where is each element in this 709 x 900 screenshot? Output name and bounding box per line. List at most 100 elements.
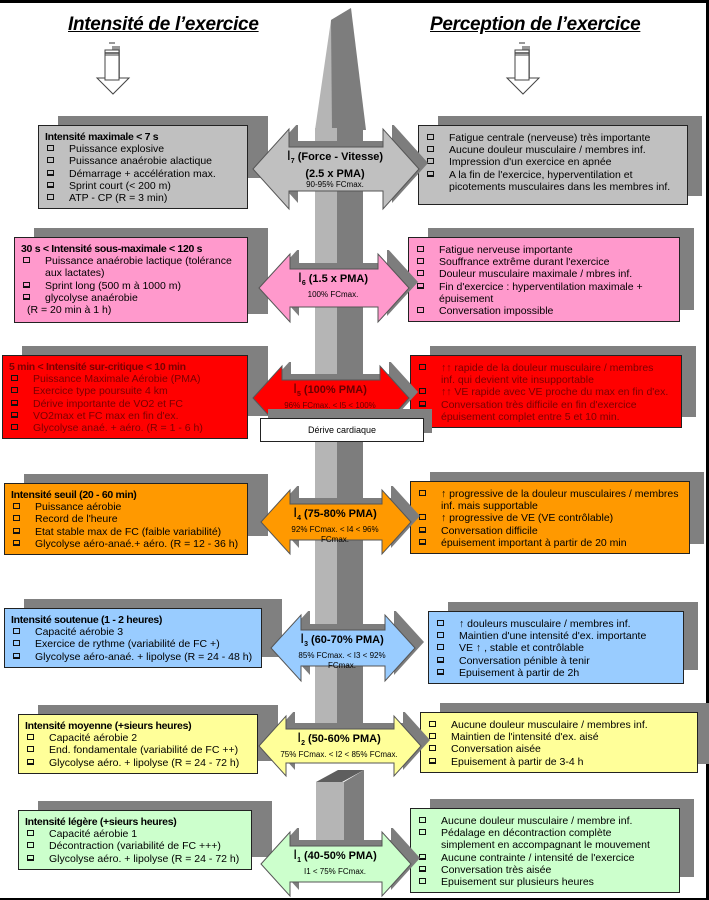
perception-list-item: Douleur musculaire maximale / mbres inf. — [415, 268, 673, 280]
intensity-item-text: Exercice type poursuite 4 km — [33, 385, 168, 398]
column-block-top — [316, 770, 364, 782]
perception-list-item: simplement en accompagnant le mouvement — [417, 839, 673, 851]
perception-list-item: VE ↑ , stable et contrôlable — [435, 642, 677, 654]
intensity-item-text: Glycolyse anaé. + aéro. (R = 1 - 6 h) — [33, 422, 203, 435]
intensity-list-item: Exercice type poursuite 4 km — [9, 385, 241, 397]
intensity-heading: Intensité moyenne (+sieurs heures) — [25, 720, 192, 732]
intensity-heading: Intensité soutenue (1 - 2 heures) — [11, 614, 163, 626]
intensity-list-item: Puissance explosive — [45, 143, 241, 155]
intensity-item-text: Capacité aérobie 3 — [35, 626, 124, 639]
perception-list: Fatigue centrale (nerveuse) très importa… — [425, 132, 681, 193]
perception-list-item: Conversation pénible à tenir — [435, 655, 677, 667]
arrow-title-text: (100% PMA) — [303, 384, 367, 396]
perception-list-item: inf. mais supportable — [417, 500, 683, 512]
intensity-list-item: Puissance aérobie — [11, 501, 241, 513]
intensity-item-text: Etat stable max de FC (faible variabilit… — [35, 525, 222, 538]
checkbox-bullet-icon — [417, 270, 424, 277]
intensity-item-text: End. fondamentale (variabilité de FC ++) — [49, 744, 239, 757]
arrow-title: I7(Force - Vitesse) — [282, 147, 388, 168]
perception-list: ↑ douleurs musculaire / membres inf.Main… — [435, 618, 677, 679]
fc-range: I1 < 75% FCmax. — [303, 867, 367, 877]
arrow-title: I5(100% PMA) — [275, 381, 385, 401]
intensity-index: 4 — [297, 515, 302, 523]
checkbox-bullet-icon — [419, 490, 426, 496]
arrow-body — [258, 252, 410, 324]
checkbox-bullet-icon — [429, 721, 436, 727]
intensity-item-text: Record de l'heure — [35, 513, 118, 526]
intensity-list-item: Record de l'heure — [11, 513, 241, 525]
perception-list-item: Aucune douleur musculaire / membre inf. — [417, 815, 673, 827]
intensity-list-item: VO2max et FC max en fin d'ex. — [9, 410, 241, 422]
intensity-item-text: Sprint court (< 200 m) — [69, 179, 171, 192]
intensity-list-item: Capacité aérobie 2 — [25, 732, 251, 744]
checkbox-bullet-icon — [419, 364, 426, 370]
intensity-index-prefix: I — [293, 504, 298, 520]
intensity-list: Puissance Maximale Aérobie (PMA)Exercice… — [9, 373, 241, 434]
intensity-list-item: Glycolyse anaé. + aéro. (R = 1 - 6 h) — [9, 422, 241, 434]
arrow-title-text: (50-60% PMA) — [308, 733, 381, 745]
intensity-item-text: Puissance anaérobie alactique — [69, 155, 213, 168]
perception-list-item: ↑ progressive de VE (VE contrôlable) — [417, 512, 683, 524]
intensity-list-item: Sprint long (500 m à 1000 m) — [21, 280, 241, 292]
checkbox-bullet-icon — [437, 632, 444, 639]
perception-list-item: A la fin de l'exercice, hyperventilation… — [425, 169, 681, 181]
intensity-index: 2 — [301, 740, 306, 748]
intensity-list-item: Glycolyse aéro. + lipolyse (R = 24 - 72 … — [25, 757, 251, 769]
intensity-list-item: Puissance anaérobie lactique (tolérance — [21, 255, 241, 267]
intensity-list-item: End. fondamentale (variabilité de FC ++) — [25, 744, 251, 756]
fc-range: 100% FCmax. — [307, 290, 359, 300]
perception-item-text: Conversation impossible — [439, 305, 554, 318]
checkbox-bullet-icon — [427, 146, 434, 153]
intensity-box-i1: Intensité légère (+sieurs heures)Capacit… — [18, 810, 252, 870]
checkbox-bullet-icon — [429, 757, 436, 764]
perception-item-text: Impression d'un exercice en apnée — [449, 156, 612, 169]
perception-item-text: Souffrance extrême durant l'exercice — [439, 256, 610, 269]
checkbox-bullet-icon — [427, 134, 434, 140]
intensity-index-prefix: I — [297, 729, 302, 745]
intensity-index-prefix: I — [293, 846, 298, 862]
intensity-list-item: Glycolyse aéro-anaé. + lipolyse (R = 24 … — [11, 651, 255, 663]
arrow-label-i6: I6(1.5 x PMA)100% FCmax. — [283, 270, 383, 300]
perception-list-item: épuisement — [415, 293, 673, 305]
intensity-list-item: Capacité aérobie 1 — [25, 828, 245, 840]
intensity-item-text: Dérive importante de VO2 et FC — [33, 397, 183, 410]
checkbox-bullet-icon — [427, 170, 434, 177]
perception-box-i2: Aucune douleur musculaire / membres inf.… — [420, 712, 698, 773]
intensity-list-item: Puissance Maximale Aérobie (PMA) — [9, 373, 241, 385]
arrow-title-text: (60-70% PMA) — [311, 634, 384, 646]
arrow-title: I6(1.5 x PMA) — [283, 270, 383, 290]
arrow-title-text: (Force - Vitesse) — [297, 151, 384, 163]
perception-list: Aucune douleur musculaire / membre inf.P… — [417, 815, 673, 888]
perception-item-text: Maintien d'une intensité d'ex. important… — [459, 630, 647, 643]
checkbox-bullet-icon — [13, 539, 20, 546]
checkbox-bullet-icon — [23, 281, 30, 288]
checkbox-bullet-icon — [27, 854, 34, 861]
perception-box-i5: ↑↑ rapide de la douleur musculaire / mem… — [410, 355, 682, 429]
checkbox-bullet-icon — [429, 745, 436, 752]
arrow-title: I1(40-50% PMA) — [283, 846, 387, 867]
intensity-index: 5 — [297, 391, 301, 399]
arrow-label-i3: I3(60-70% PMA)85% FCmax. < I3 < 92% FCma… — [294, 631, 390, 671]
checkbox-bullet-icon — [11, 424, 18, 431]
perception-item-text: épuisement important à partir de 20 min — [441, 536, 627, 549]
perception-list-item: Epuisement à partir de 2h — [435, 667, 677, 679]
checkbox-bullet-icon — [419, 526, 426, 533]
checkbox-bullet-icon — [419, 817, 426, 823]
perception-list-item: Epuisement à partir de 3-4 h — [427, 756, 691, 768]
arrow-label-i4: I4(75-80% PMA)92% FCmax. < I4 < 96% FCma… — [283, 504, 387, 545]
checkbox-bullet-icon — [13, 515, 20, 522]
perception-list-item: ↑ progressive de la douleur musculaires … — [417, 488, 683, 500]
double-arrow-i4 — [260, 486, 420, 556]
perception-item-text: Epuisement à partir de 3-4 h — [451, 755, 584, 768]
arrow-title-text: (40-50% PMA) — [304, 850, 377, 862]
checkbox-bullet-icon — [11, 375, 18, 382]
intensity-index: 7 — [290, 158, 295, 166]
intensity-item-text: Puissance Maximale Aérobie (PMA) — [33, 373, 201, 386]
down-arrow-icon — [505, 42, 541, 95]
perception-list-item: Aucune douleur musculaire / membres inf. — [427, 719, 691, 731]
intensity-index-prefix: I — [286, 147, 291, 163]
